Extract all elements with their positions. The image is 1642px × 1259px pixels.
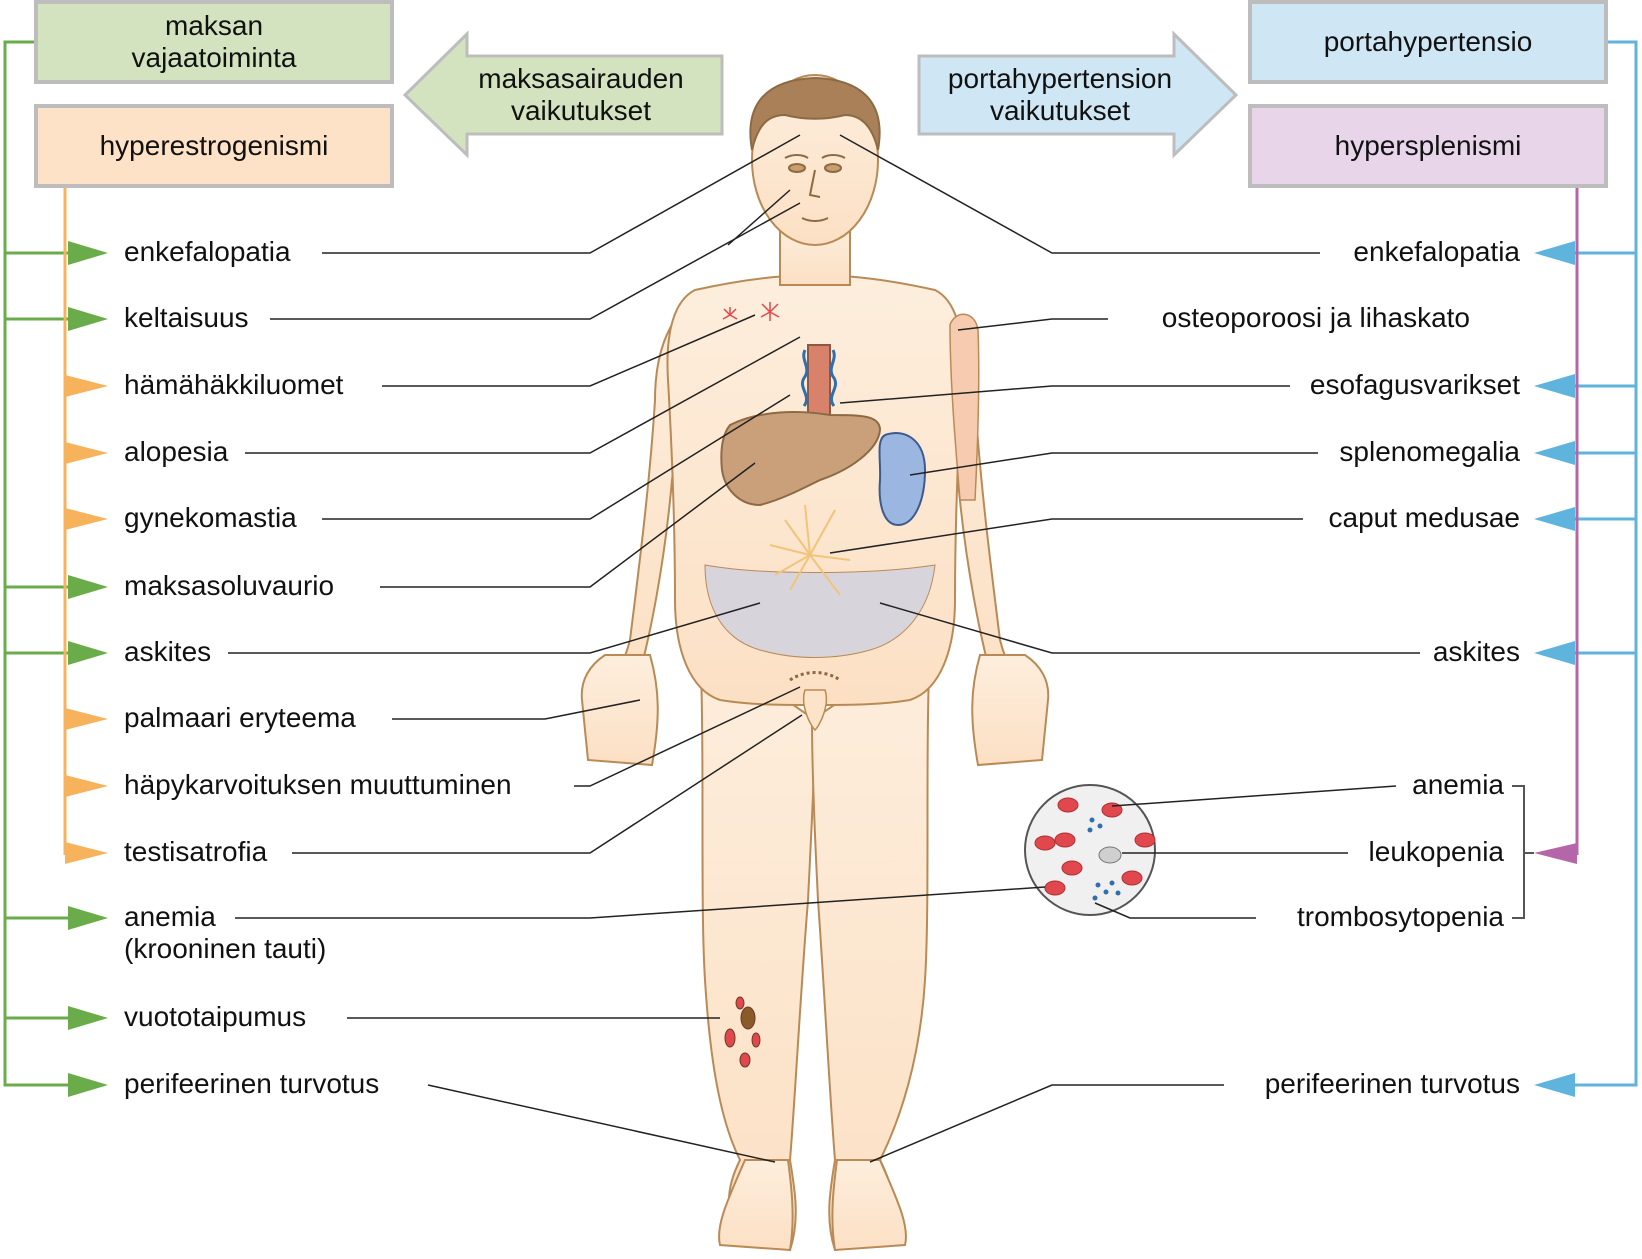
portal-hypertension-box: portahypertensio — [1248, 0, 1608, 84]
left-label-pubic-hair-change: häpykarvoituksen muuttuminen — [124, 769, 512, 800]
spleen — [878, 432, 927, 527]
right-label-ascites: askites — [1432, 636, 1520, 667]
portal-hypertension-effects-label: portahypertension vaikutukset — [947, 63, 1173, 126]
blood-smear — [1024, 784, 1156, 916]
left-label-alopecia: alopesia — [124, 436, 229, 467]
right-label-anemia: anemia — [1412, 769, 1504, 800]
left-label-jaundice: keltaisuus — [124, 302, 249, 333]
blood-bracket — [1512, 785, 1534, 919]
liver-failure-box: maksan vajaatoiminta — [34, 0, 394, 84]
hyperestrogenism-box: hyperestrogenismi — [34, 104, 394, 188]
right-label-thrombocytopenia: trombosytopenia — [1296, 901, 1504, 932]
esophagus — [807, 344, 831, 416]
hypersplenism-box: hypersplenismi — [1248, 104, 1608, 188]
left-label-bleeding-tendency: vuototaipumus — [124, 1001, 307, 1032]
right-label-caput-medusae: caput medusae — [1328, 502, 1520, 533]
left-label-palmar-erythema: palmaari eryteema — [124, 702, 356, 733]
right-label-leukopenia: leukopenia — [1368, 836, 1504, 867]
right-leader-lines — [829, 134, 1420, 1163]
left-label-ascites: askites — [124, 636, 212, 667]
human-figure — [580, 74, 1050, 1252]
left-green-bracket — [3, 40, 80, 1087]
bruises — [724, 996, 761, 1068]
caput-medusae — [769, 504, 851, 596]
right-label-peripheral-edema: perifeerinen turvotus — [1264, 1068, 1520, 1099]
liver-disease-effects-label: maksasairauden vaikutukset — [478, 63, 684, 126]
left-label-encephalopathy: enkefalopatia — [124, 236, 291, 267]
head — [751, 74, 879, 246]
left-green-arrowheads — [68, 241, 108, 1097]
right-label-splenomegaly: splenomegalia — [1339, 436, 1520, 467]
esophageal-varices — [801, 349, 837, 407]
right-label-esophageal-varices: esofagusvarikset — [1309, 369, 1520, 400]
right-leg — [810, 638, 932, 1252]
left-big-arrow-shape — [402, 30, 724, 159]
genitals — [803, 689, 827, 732]
left-foot — [718, 1159, 794, 1252]
left-label-testicular-atrophy: testisatrofia — [124, 836, 268, 867]
left-label-peripheral-edema: perifeerinen turvotus — [124, 1068, 380, 1099]
right-blue-bracket — [1560, 40, 1638, 1087]
right-label-encephalopathy: enkefalopatia — [1353, 236, 1520, 267]
right-big-arrow-shape — [917, 30, 1239, 159]
left-leader-lines — [228, 134, 1046, 1163]
liver — [720, 411, 882, 507]
right-foot — [831, 1159, 907, 1252]
face — [784, 154, 846, 222]
hair — [749, 76, 881, 151]
pubic-hair — [789, 671, 841, 682]
spider-angiomas — [722, 302, 780, 321]
left-hand — [580, 654, 659, 767]
right-blue-arrowheads — [1534, 241, 1575, 1097]
right-label-osteoporosis: osteoporoosi ja lihaskato — [1161, 302, 1470, 333]
left-label-anemia-chronic: anemia (krooninen tauti) — [124, 901, 327, 964]
left-orange-arrowheads — [65, 375, 108, 864]
left-label-spider-angiomas: hämähäkkiluomet — [124, 369, 344, 400]
right-purple-arrowheads — [1534, 843, 1577, 864]
left-label-hepatocellular-damage: maksasoluvaurio — [124, 570, 335, 601]
humerus-bone — [949, 313, 980, 501]
left-label-gynecomastia: gynekomastia — [124, 502, 297, 533]
right-hand — [971, 654, 1050, 767]
